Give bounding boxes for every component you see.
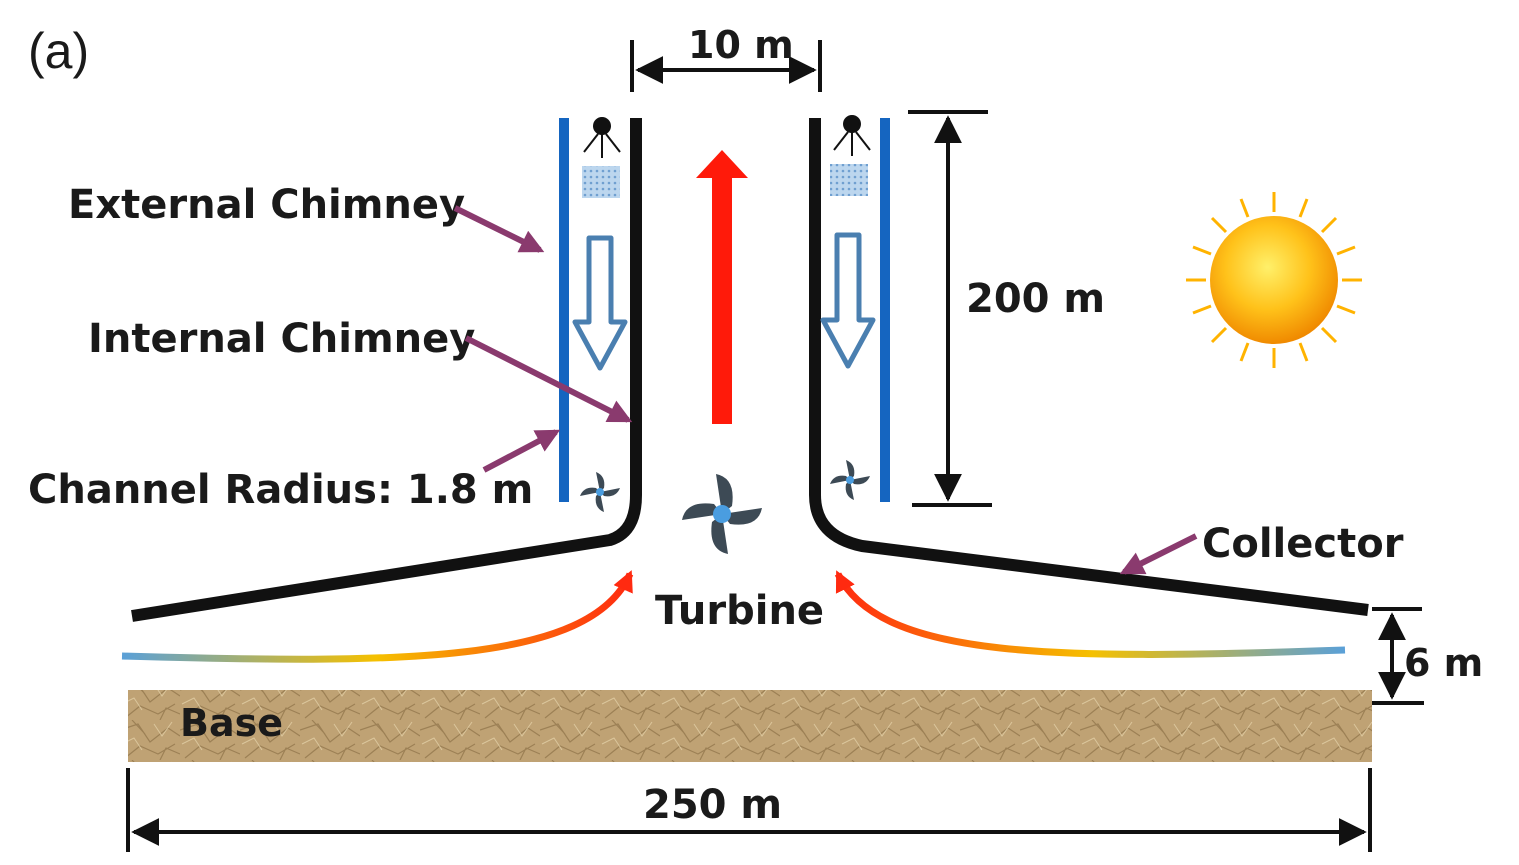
fan-icon [830,460,870,500]
base: Base [128,690,1372,762]
external-chimney-label: External Chimney [68,182,465,228]
collector-pointer [1119,533,1198,575]
turbine-label: Turbine [655,588,824,634]
chimney-height-label: 200 m [966,276,1105,322]
sun-icon [1186,192,1362,368]
hot-air-arrow [696,150,748,424]
down-flow-arrow-right [820,232,876,369]
mesh-pad-icon [830,164,868,196]
internal-chimney-label: Internal Chimney [88,316,475,362]
base-width-label: 250 m [643,782,782,828]
inflow-arrow-right [834,570,1346,658]
down-flow-arrow-left [572,235,628,371]
turbine-icon [682,474,762,554]
sprinkler-icon [583,117,621,158]
dimension-chimney-height: 200 m [908,110,1105,507]
external-chimney-pointer [453,205,545,253]
fan-icon [580,472,620,512]
dimension-collector-height: 6 m [1372,607,1483,705]
dimension-chimney-diameter: 10 m [630,23,822,92]
base-label: Base [180,701,283,745]
internal-chimney-pointer [464,335,633,423]
chimney-diameter-label: 10 m [688,23,794,67]
mesh-pad-icon [582,166,620,198]
inflow-arrow-left [121,570,634,663]
collector-left [131,118,642,622]
collector-height-label: 6 m [1404,641,1483,685]
channel-radius-pointer [482,429,561,473]
collector-right [809,118,1369,616]
dimension-base-width: 250 m [126,768,1372,852]
channel-radius-label: Channel Radius: 1.8 m [28,467,533,513]
collector-label: Collector [1202,521,1404,567]
sprinkler-icon [833,115,871,156]
panel-label: (a) [28,23,89,79]
